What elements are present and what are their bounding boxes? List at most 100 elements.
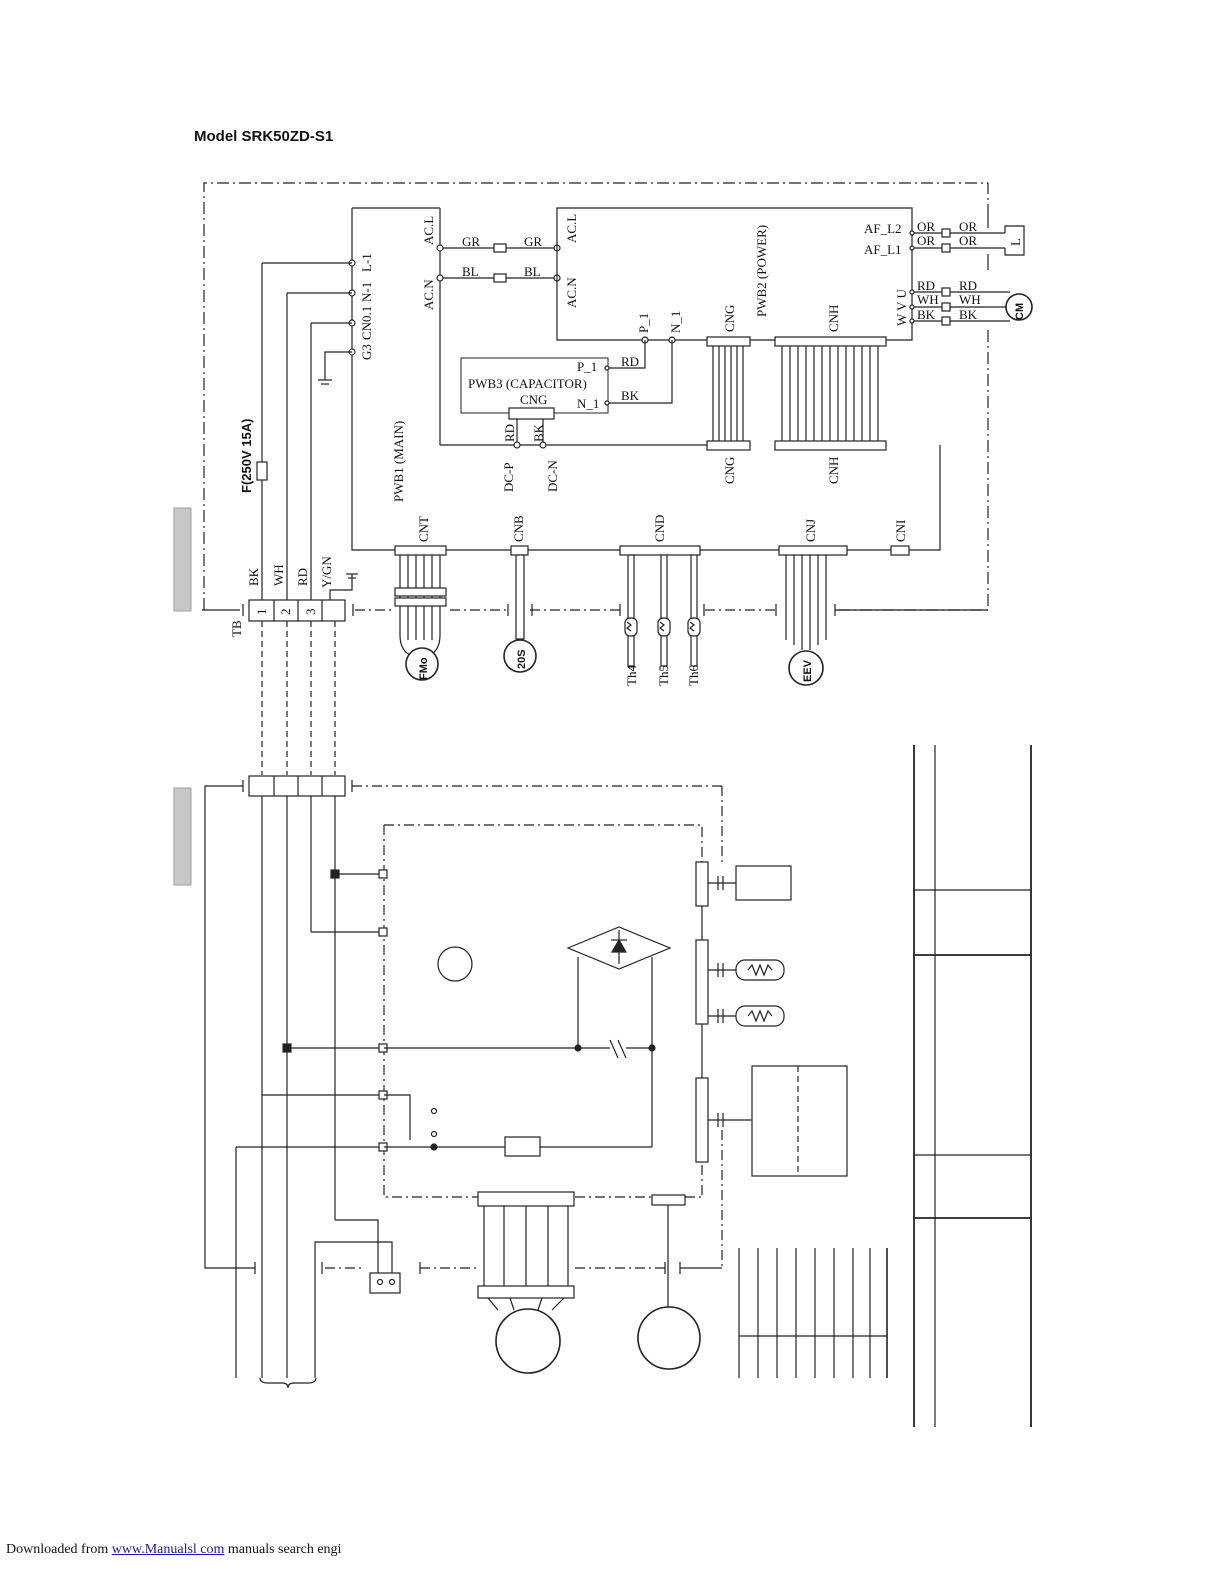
label-wire-ygn: Y/GN	[319, 556, 334, 588]
label-wh-2: WH	[959, 292, 981, 307]
label-cn01: CN0.1	[359, 306, 374, 340]
label-bl-2: BL	[524, 264, 541, 279]
label-20s: 20S	[516, 649, 528, 669]
fan-motor	[394, 555, 447, 681]
terminal-block-outdoor	[242, 573, 358, 622]
cnh-ribbon	[774, 336, 887, 451]
label-or-2: OR	[917, 233, 935, 248]
label-wvu: W V U	[894, 289, 909, 326]
cnj-connector	[778, 545, 848, 556]
label-acl-power: AC.L	[564, 214, 579, 243]
label-n1: N-1	[359, 282, 374, 302]
label-cnd: CND	[652, 515, 667, 542]
label-gr-2: GR	[524, 234, 542, 249]
cni-connector	[890, 545, 910, 556]
footer-suffix: manuals search engi	[224, 1542, 342, 1557]
label-cnj: CNJ	[803, 519, 818, 542]
label-wire-wh: WH	[271, 564, 286, 586]
cnb-connector	[510, 545, 529, 556]
label-th6: Th6	[686, 665, 701, 686]
label-cnh-top: CNH	[826, 305, 841, 332]
label-wire-bk: BK	[246, 567, 261, 586]
label-p1-b: P_1	[577, 359, 597, 374]
label-acn-power: AC.N	[564, 277, 579, 308]
indoor-louver-motor	[637, 1194, 701, 1370]
board-terminal-dots	[604, 230, 915, 406]
label-wh-1: WH	[917, 292, 939, 307]
label-cng-pwb3: CNG	[520, 392, 547, 407]
label-th4: Th4	[624, 665, 639, 686]
label-bk-dc: BK	[531, 423, 546, 442]
label-cnh-bottom: CNH	[826, 457, 841, 484]
pwb2-power-board	[556, 207, 913, 341]
label-pwb1: PWB1 (MAIN)	[391, 421, 406, 502]
label-or-1: OR	[917, 219, 935, 234]
label-g3: G3	[359, 344, 374, 360]
cnd-connector	[619, 545, 701, 556]
main-board-terminals	[262, 259, 356, 385]
label-cng-top: CNG	[722, 305, 737, 332]
label-gr-1: GR	[462, 234, 480, 249]
label-tb-2: 2	[278, 609, 293, 616]
label-cng-bottom: CNG	[722, 457, 737, 484]
compressor-wiring	[912, 287, 1033, 326]
label-acl-main: AC.L	[421, 216, 436, 245]
label-acn-main: AC.N	[421, 279, 436, 310]
label-cm: CM	[1014, 303, 1026, 320]
indoor-board-terminals	[235, 869, 388, 1378]
label-bl-1: BL	[462, 264, 479, 279]
label-or-3: OR	[959, 219, 977, 234]
side-tab-indoor	[173, 787, 192, 886]
label-pwb3: PWB3 (CAPACITOR)	[468, 376, 587, 391]
bottom-table	[738, 1248, 888, 1378]
legend-table	[913, 745, 1032, 1427]
indoor-right-connectors	[695, 861, 848, 1177]
reactor-wiring	[912, 215, 1025, 270]
footer-prefix: Downloaded from	[6, 1542, 112, 1557]
footer: Downloaded from www.Manualsl com manuals…	[6, 1542, 341, 1558]
terminal-block-indoor	[242, 775, 346, 797]
label-rd-pwb3: RD	[621, 354, 639, 369]
four-way-valve-coil	[503, 554, 537, 673]
thermistors	[624, 554, 701, 667]
label-eev: EEV	[802, 659, 814, 682]
label-af-l1: AF_L1	[864, 242, 902, 257]
diode-bridge	[566, 926, 672, 1147]
label-cnt: CNT	[416, 516, 431, 542]
label-rd-1: RD	[917, 278, 935, 293]
label-fuse: F(250V 15A)	[239, 419, 254, 493]
label-bk-2: BK	[959, 307, 978, 322]
label-n1-b: N_1	[577, 396, 599, 411]
indoor-fan-motor	[477, 1191, 575, 1374]
label-th5: Th5	[656, 665, 671, 686]
label-reactor-l: L	[1008, 238, 1023, 246]
indoor-indicator-circle	[437, 946, 473, 982]
label-rd-dc: RD	[502, 424, 517, 442]
label-p1-a: P_1	[636, 313, 651, 333]
label-dcp: DC-P	[501, 462, 516, 492]
fuse-symbol	[256, 461, 268, 481]
label-bk-pwb3: BK	[621, 388, 640, 403]
label-tb: TB	[229, 620, 244, 637]
label-l1: L-1	[359, 253, 374, 272]
label-tb-3: 3	[303, 609, 318, 616]
label-bk-1: BK	[917, 307, 936, 322]
label-n1-a: N_1	[668, 311, 683, 333]
label-tb-1: 1	[254, 609, 269, 616]
interconnect-wires	[261, 621, 336, 775]
label-cnb: CNB	[511, 515, 526, 542]
footer-link[interactable]: www.Manualsl com	[111, 1542, 225, 1557]
label-cni: CNI	[893, 520, 908, 542]
label-af-l2: AF_L2	[864, 221, 902, 236]
label-or-4: OR	[959, 233, 977, 248]
label-wire-rd: RD	[295, 568, 310, 586]
label-dcn: DC-N	[545, 460, 560, 492]
label-fmo: FMo	[418, 657, 430, 680]
compressor-motor-symbol	[1005, 293, 1033, 321]
expansion-valve	[785, 555, 827, 686]
page-title: Model SRK50ZD-S1	[194, 128, 334, 145]
cnt-connector	[394, 545, 447, 556]
side-tab-outdoor	[173, 507, 192, 612]
indoor-fuse	[504, 1136, 541, 1157]
